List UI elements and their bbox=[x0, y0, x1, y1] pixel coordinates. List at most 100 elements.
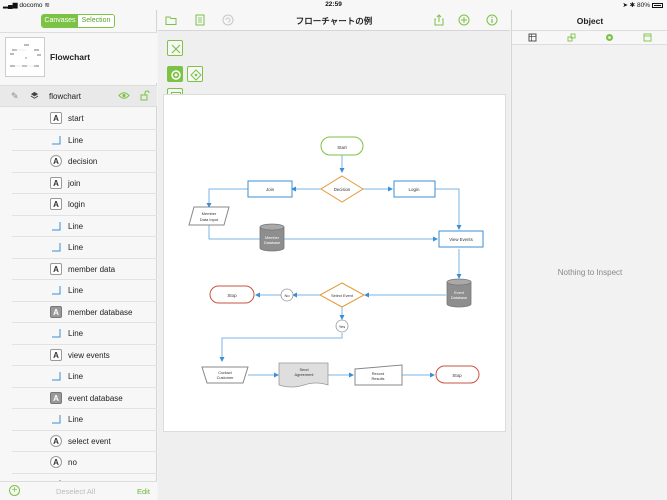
shape-send-agreement[interactable] bbox=[278, 362, 329, 388]
line-join-memberdata[interactable] bbox=[206, 188, 248, 208]
info-icon[interactable] bbox=[486, 14, 498, 26]
shape-stop-2[interactable] bbox=[435, 365, 480, 384]
diamond-style-tool-icon[interactable] bbox=[187, 66, 203, 82]
text-dark-box-icon: A bbox=[50, 391, 62, 404]
object-list-item[interactable]: Line bbox=[12, 216, 157, 237]
object-list-item-label: Line bbox=[68, 329, 84, 338]
object-list-item[interactable]: Line bbox=[12, 237, 157, 259]
document-icon[interactable] bbox=[194, 14, 206, 26]
object-list-item[interactable]: Line bbox=[12, 409, 157, 431]
text-box-icon: A bbox=[50, 348, 62, 361]
segment-selection[interactable]: Selection bbox=[78, 15, 114, 27]
add-layer-button[interactable]: + bbox=[9, 485, 20, 496]
layers-icon bbox=[30, 91, 39, 99]
shape-yes[interactable] bbox=[335, 319, 349, 333]
pencil-icon[interactable]: ✎ bbox=[11, 91, 19, 101]
shape-start-label: Start bbox=[337, 145, 347, 150]
shape-stop-1[interactable] bbox=[209, 285, 255, 304]
object-list-item-label: Line bbox=[68, 243, 84, 252]
shape-select-event[interactable] bbox=[318, 282, 366, 308]
carrier-label: ▂▄▆ docomo ≋ bbox=[3, 2, 50, 9]
sidebar: Canvases Selection Flowchart ✎ bbox=[0, 10, 157, 500]
share-icon[interactable] bbox=[433, 14, 445, 26]
line-login-viewevents[interactable] bbox=[435, 188, 462, 230]
object-list-item-label: Line bbox=[68, 415, 84, 424]
canvas-title: Flowchart bbox=[50, 52, 91, 62]
inspector-empty-message: Nothing to Inspect bbox=[557, 268, 623, 277]
inspector-panel: Object Nothing to Inspect bbox=[511, 10, 667, 500]
selection-tool-icon[interactable] bbox=[167, 66, 183, 82]
object-list-item-label: start bbox=[68, 114, 84, 123]
shape-event-database-label-1: Event bbox=[454, 291, 465, 295]
edit-button[interactable]: Edit bbox=[137, 487, 150, 496]
shape-member-database-label-2: Database bbox=[264, 241, 280, 245]
tab-object-icon[interactable] bbox=[528, 33, 537, 42]
line-memberdata-viewevents[interactable] bbox=[208, 225, 438, 242]
object-list-item[interactable]: Line bbox=[12, 130, 157, 151]
shape-join-label: Join bbox=[266, 187, 275, 192]
undo-icon[interactable] bbox=[222, 14, 234, 26]
tab-canvas-icon[interactable] bbox=[643, 33, 652, 42]
object-list-item-label: view events bbox=[68, 350, 110, 360]
add-icon[interactable] bbox=[458, 14, 470, 26]
tab-layout-icon[interactable] bbox=[567, 33, 576, 42]
shape-member-data-label-1: Member bbox=[202, 211, 217, 216]
shape-no[interactable] bbox=[280, 288, 294, 302]
eye-icon[interactable] bbox=[118, 91, 130, 100]
shape-join[interactable] bbox=[247, 180, 293, 198]
shape-member-data-label-2: Data Input bbox=[200, 217, 219, 222]
divider bbox=[0, 32, 157, 33]
shape-start[interactable] bbox=[320, 136, 364, 156]
shape-contact-customer-label-1: Contact bbox=[218, 370, 232, 375]
text-dark-box-icon: A bbox=[50, 305, 62, 318]
shape-member-data[interactable] bbox=[188, 206, 230, 226]
layer-row-flowchart[interactable]: ✎ flowchart bbox=[0, 85, 157, 107]
shape-login-label: Login bbox=[408, 187, 420, 192]
folder-icon[interactable] bbox=[165, 14, 177, 26]
canvas-item-flowchart[interactable]: Flowchart bbox=[0, 33, 157, 83]
close-tool-icon[interactable] bbox=[167, 40, 183, 56]
text-circle-icon: A bbox=[50, 456, 62, 468]
object-list-item-label: Line bbox=[68, 221, 84, 231]
shape-contact-customer[interactable] bbox=[201, 366, 249, 384]
line-icon bbox=[50, 413, 62, 425]
text-circle-icon: A bbox=[50, 155, 62, 167]
shape-record-results[interactable] bbox=[354, 364, 403, 386]
object-list-item-label: select event bbox=[68, 436, 111, 446]
battery-icon bbox=[652, 3, 663, 8]
canvas-thumbnail bbox=[5, 37, 45, 77]
shape-member-database[interactable] bbox=[259, 227, 285, 252]
sidebar-segmented-control: Canvases Selection bbox=[41, 14, 115, 28]
text-box-icon: A bbox=[50, 262, 62, 275]
deselect-all-button[interactable]: Deselect All bbox=[56, 487, 96, 496]
shape-send-agreement-label-2: Agreement bbox=[294, 372, 314, 377]
object-list-item[interactable]: Line bbox=[12, 323, 157, 345]
text-circle-icon: A bbox=[50, 434, 62, 447]
object-list-item[interactable]: Line bbox=[12, 366, 157, 388]
line-yes-contact[interactable] bbox=[219, 333, 343, 362]
shape-event-database[interactable] bbox=[446, 282, 472, 308]
unlock-icon[interactable] bbox=[140, 90, 150, 101]
shape-member-database-label-1: Member bbox=[265, 236, 280, 240]
shape-no-label: No bbox=[284, 293, 290, 298]
object-list-item[interactable]: Line bbox=[12, 280, 157, 302]
drawing-canvas[interactable]: Start Decision Join Login Member Data In… bbox=[163, 94, 506, 432]
shape-decision[interactable] bbox=[320, 175, 364, 203]
tab-style-icon[interactable] bbox=[605, 33, 614, 42]
shape-view-events[interactable] bbox=[438, 230, 484, 248]
segment-canvases[interactable]: Canvases bbox=[42, 15, 78, 27]
shape-login[interactable] bbox=[393, 180, 436, 198]
object-list-item-label: member database bbox=[68, 307, 133, 317]
inspector-header: Object bbox=[512, 10, 667, 31]
